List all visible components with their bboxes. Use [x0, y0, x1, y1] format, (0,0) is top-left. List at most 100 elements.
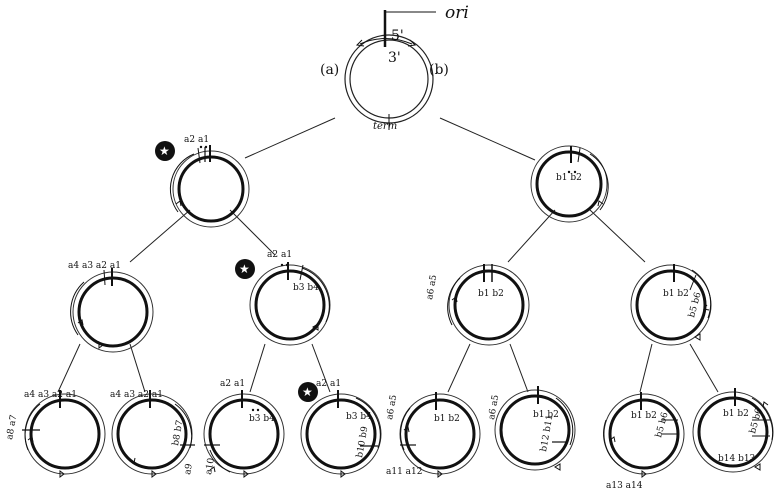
okazaki-arrow [175, 200, 182, 207]
label-right: b3 b4 [293, 283, 319, 293]
nascent-strand-arc [589, 153, 609, 211]
label-bottom: b14 b13 [718, 454, 756, 464]
five-prime-label: 5' [391, 28, 404, 44]
label-left: b1 b2 [631, 411, 657, 421]
connector [439, 117, 536, 161]
connector [129, 209, 191, 263]
term-label: term [373, 121, 397, 132]
okazaki-arrow [451, 296, 458, 303]
triangle-marker [312, 323, 319, 331]
outer-thin-strand [494, 389, 576, 471]
star-glyph: ★ [159, 144, 170, 158]
label-left: a2 a1 [267, 250, 292, 260]
inner-thick-strand [499, 394, 571, 466]
inner-thick-strand [177, 155, 245, 223]
inner-thick-strand [453, 269, 525, 341]
label-bottom: a9 [183, 463, 195, 476]
okazaki-arrow [77, 319, 84, 326]
label-left: b1 b2 [556, 173, 582, 183]
triangle-marker [59, 470, 65, 478]
outer-thin-strand [448, 264, 530, 346]
label-left: a2 a1 [316, 379, 341, 389]
inner-thick-strand [116, 398, 188, 470]
chromosome-R2a: a6 a5 b1 b2 [425, 264, 530, 346]
chromosome-G8: b1 b2 b5 b6 b14 b13 [692, 388, 774, 473]
tree-connectors [57, 117, 719, 393]
label-left: a4 a3 a2 a1 [24, 390, 77, 400]
nascent-strand-arc [169, 153, 195, 213]
connector [244, 117, 336, 159]
label-bottom: a13 a14 [606, 481, 643, 491]
triangle-marker [151, 470, 157, 478]
triangle-marker [98, 341, 104, 349]
dot [285, 263, 289, 267]
label-left: b1 b2 [723, 409, 749, 419]
fork-tick [689, 274, 697, 291]
connector [57, 343, 81, 393]
nascent-strand-arc [24, 403, 41, 451]
inner-thick-strand [254, 269, 326, 341]
chromosome-L2a: a4 a3 a2 a1 [68, 261, 154, 353]
nascent-strand-arc [301, 267, 330, 323]
connector [229, 209, 276, 256]
label-bottom: a10 [204, 457, 217, 476]
ori-label: ori [445, 3, 469, 23]
chromosome-R2b: b1 b2 b5 b6 [630, 264, 712, 346]
connector [311, 343, 331, 393]
connector [447, 343, 471, 393]
connector [509, 343, 529, 393]
inner-thick-strand [697, 396, 769, 468]
dot [573, 170, 577, 174]
three-prime-label: 3' [388, 50, 401, 66]
label-right: b1 b2 [434, 414, 460, 424]
outer-thin-strand [399, 393, 481, 475]
dot [199, 145, 203, 149]
chromosome-G4: a2 a1 b3 b4 b10 b9 ★ [298, 379, 382, 478]
okazaki-arrow [27, 436, 34, 443]
strand-a-label: (a) [320, 62, 339, 78]
triangle-marker [694, 333, 701, 341]
inner-thick-strand [635, 269, 707, 341]
fork-tick [103, 269, 106, 286]
label-right: b8 b7 [171, 419, 185, 446]
okazaki-arrow [597, 200, 604, 207]
fork-arrow-left [355, 39, 365, 47]
label-left: a6 a5 [385, 394, 399, 421]
label-right: b3 b4 [346, 412, 372, 422]
fork-tick [299, 264, 304, 281]
star-glyph: ★ [302, 385, 313, 399]
nascent-strand-arc [355, 397, 381, 449]
nascent-strand-arc [691, 269, 712, 319]
root-outer-strand [344, 34, 434, 124]
triangle-marker [554, 463, 561, 471]
connector [689, 343, 719, 393]
nascent-strand-arc [447, 277, 461, 326]
nascent-strand-arc [400, 407, 411, 451]
chromosome-G7: b1 b2 b5 b6 a13 a14 [603, 392, 685, 491]
chromosome-L2b: a2 a1 b3 b4 ★ [235, 250, 331, 346]
label-left: a2 a1 [220, 379, 245, 389]
fork-tick [577, 147, 581, 163]
star-marker [298, 382, 318, 402]
inner-thick-strand [404, 398, 476, 470]
nascent-strand-arc [174, 403, 193, 449]
dot [251, 408, 255, 412]
chromosome-G3: a2 a1 b3 b4 a10 [203, 379, 285, 478]
label-bottom: a8 a7 [5, 414, 19, 441]
label-right: b3 b4 [249, 414, 275, 424]
label-left: a6 a5 [425, 274, 439, 301]
strand-b-label: (b) [429, 62, 449, 78]
okazaki-arrow [609, 436, 616, 443]
triangle-marker [243, 470, 249, 478]
okazaki-arrow [703, 304, 710, 311]
triangle-marker [754, 463, 761, 471]
label-left: a4 a3 a2 a1 [68, 261, 121, 271]
triangle-marker [437, 470, 443, 478]
label-right: b5 b6 [748, 407, 764, 435]
label-right: b1 b2 [533, 410, 559, 420]
inner-thick-strand [77, 276, 149, 348]
connector [507, 209, 556, 263]
fork-tick [197, 147, 201, 164]
